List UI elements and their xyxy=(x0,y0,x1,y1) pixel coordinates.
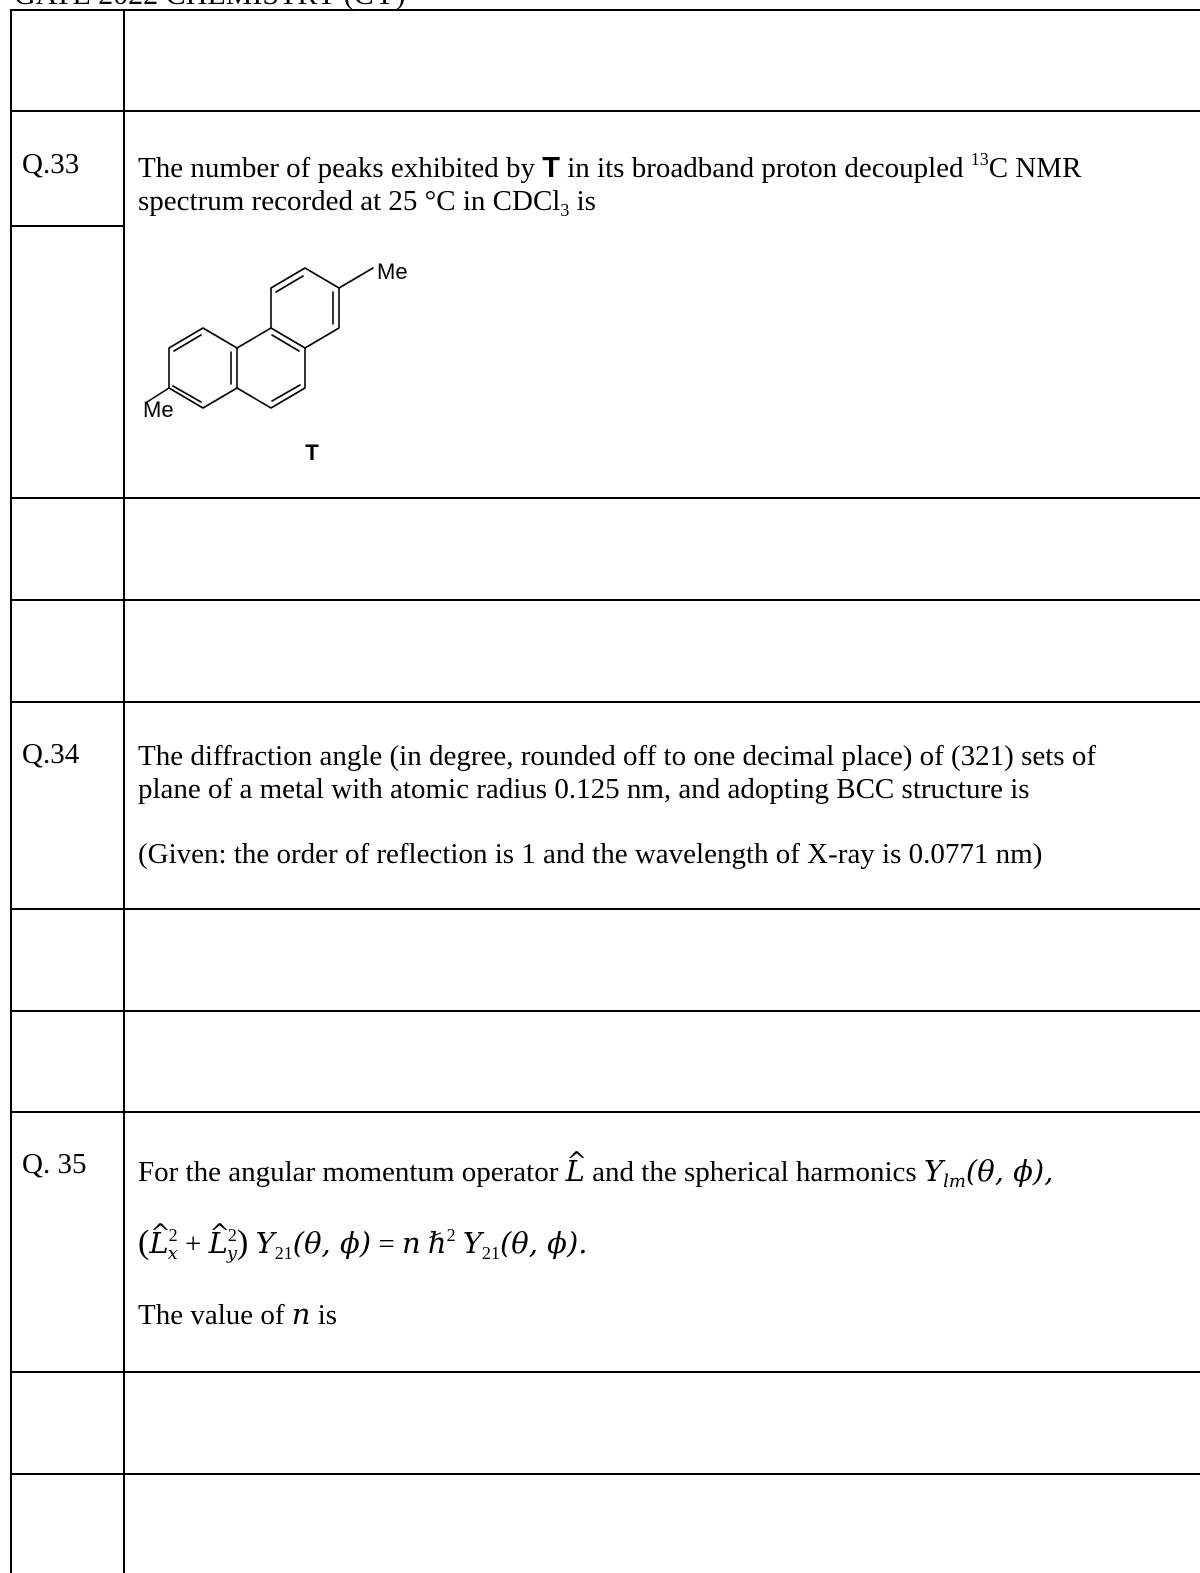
question-number: Q. 35 xyxy=(22,1148,87,1180)
row-divider xyxy=(10,1473,1200,1475)
question-line: The number of peaks exhibited by T in it… xyxy=(138,149,1082,184)
question-text: For the angular momentum operator ^L and… xyxy=(138,1147,1054,1332)
question-line: plane of a metal with atomic radius 0.12… xyxy=(138,773,1030,805)
row-divider xyxy=(10,1010,1200,1012)
methyl-bond-top xyxy=(338,267,374,289)
question-number: Q.33 xyxy=(22,148,80,180)
question-given: (Given: the order of reflection is 1 and… xyxy=(138,838,1043,870)
table-border-left xyxy=(10,9,12,1573)
substituent-top: Me xyxy=(377,259,408,284)
question-line: spectrum recorded at 25 °C in CDCl3 is xyxy=(138,185,596,220)
operator-l: ^L xyxy=(565,1147,587,1188)
row-divider xyxy=(10,908,1200,910)
row-divider xyxy=(10,701,1200,703)
ring-b xyxy=(236,327,306,409)
question-line: For the angular momentum operator ^L and… xyxy=(138,1147,1054,1192)
question-number: Q.34 xyxy=(22,738,80,770)
double-bond xyxy=(271,384,301,402)
page-header: GATE 2022 CHEMISTRY (CY) xyxy=(14,0,405,12)
ring-c xyxy=(270,267,340,349)
question-line: The diffraction angle (in degree, rounde… xyxy=(138,740,1096,772)
double-bond xyxy=(271,334,300,352)
question-text: The number of peaks exhibited by T in it… xyxy=(138,149,1082,220)
chemical-structure: Me Me T xyxy=(143,259,408,465)
compound-label: T xyxy=(305,440,319,465)
row-divider xyxy=(10,497,1200,499)
row-divider xyxy=(10,110,1200,112)
label-cell-underline xyxy=(10,225,124,227)
column-divider xyxy=(123,9,125,1573)
question-text: The diffraction angle (in degree, rounde… xyxy=(138,740,1096,871)
substituent-bottom: Me xyxy=(143,397,174,422)
row-divider xyxy=(10,1111,1200,1113)
double-bond xyxy=(275,275,304,293)
question-line: The value of n is xyxy=(138,1297,338,1332)
row-divider xyxy=(10,1371,1200,1373)
row-divider xyxy=(10,599,1200,601)
ring-a xyxy=(168,327,238,409)
methyl-bond-bottom xyxy=(146,387,170,403)
equation: (^L2x + ^L2y) Y21(θ, ϕ) = n ℏ2 Y21(θ, ϕ)… xyxy=(138,1219,588,1264)
double-bond xyxy=(172,385,202,403)
double-bond xyxy=(173,334,202,352)
compound-ref: T xyxy=(542,152,560,184)
table-border-top xyxy=(10,9,1200,11)
